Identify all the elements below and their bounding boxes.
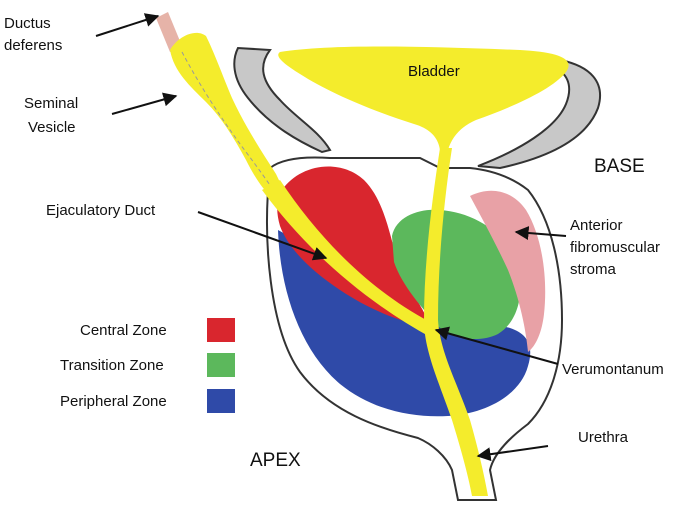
legend-transition-label: Transition Zone [60,357,164,374]
anterior-stroma-label: Anterior [570,217,623,234]
seminal-vesicle-arrow [112,96,176,114]
legend-transition-swatch [207,353,235,377]
anterior-stroma-label-3: stroma [570,261,617,278]
urethra-label: Urethra [578,429,629,446]
legend-peripheral-label: Peripheral Zone [60,393,167,410]
ejaculatory-duct-label: Ejaculatory Duct [46,202,156,219]
bladder-label: Bladder [408,63,460,80]
legend: Central Zone Transition Zone Peripheral … [60,318,235,413]
ductus-deferens-label: Ductus [4,15,51,32]
apex-label: APEX [250,450,301,471]
legend-central-label: Central Zone [80,322,167,339]
legend-peripheral-swatch [207,389,235,413]
anterior-stroma-label-2: fibromuscular [570,239,660,256]
ductus-deferens-label-2: deferens [4,37,62,54]
verumontanum-label: Verumontanum [562,361,664,378]
legend-central-swatch [207,318,235,342]
ductus-deferens-arrow [96,16,158,36]
base-label: BASE [594,156,645,177]
seminal-vesicle-label: Seminal [24,95,78,112]
seminal-vesicle-label-2: Vesicle [28,119,76,136]
